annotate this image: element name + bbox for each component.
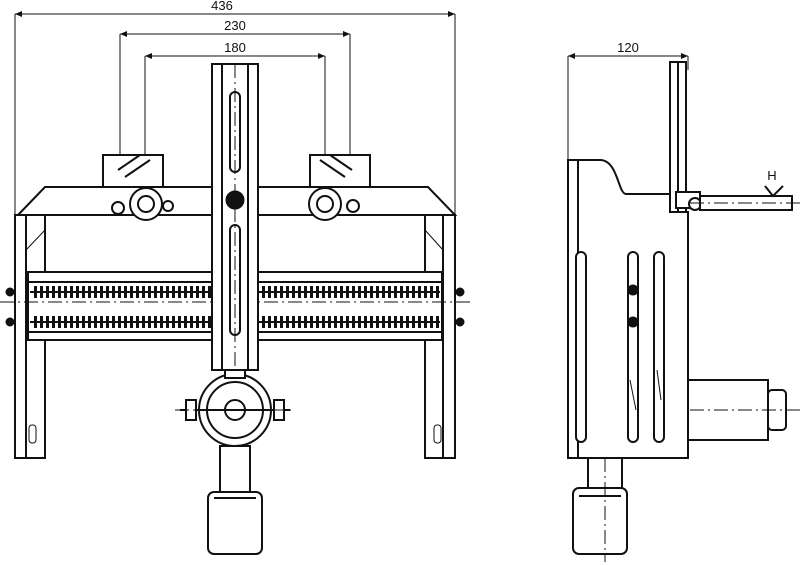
central-column: [211, 63, 259, 555]
dimension-label-overall: 436: [211, 0, 233, 13]
left-bolt-icon: [111, 187, 174, 221]
side-lower-shaft: [572, 457, 628, 562]
front-view: 436 230 180: [0, 0, 470, 555]
dimension-overall-width: 436: [14, 0, 456, 215]
dimension-depth: 120: [567, 40, 689, 160]
dimension-label-mid: 230: [224, 18, 246, 33]
side-plate: [669, 61, 687, 213]
dimension-inner-width: 180: [144, 40, 326, 160]
annotation-h: H: [767, 168, 776, 183]
left-clamp-block: [102, 154, 164, 188]
right-bolt-icon: [308, 187, 360, 221]
right-clamp-block: [309, 154, 371, 188]
pivot-joint-icon: [175, 369, 295, 447]
dimension-label-inner: 180: [224, 40, 246, 55]
dimension-label-depth: 120: [617, 40, 639, 55]
lower-shaft: [207, 445, 263, 555]
side-cylinder: [687, 379, 800, 441]
adjustment-rod: H: [675, 168, 800, 211]
side-view: 120 H: [567, 40, 800, 562]
side-body: [567, 159, 689, 459]
dimension-mid-width: 230: [119, 18, 351, 160]
